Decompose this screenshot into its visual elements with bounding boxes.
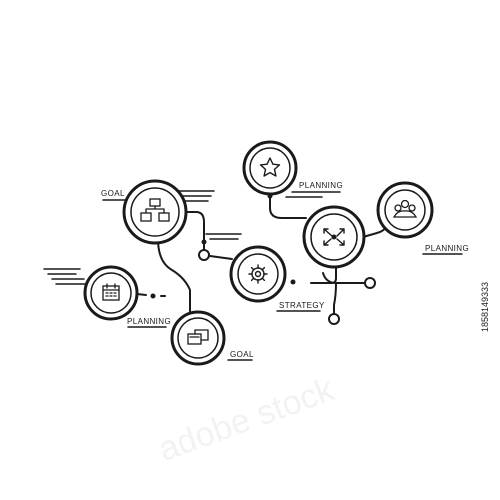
star-node[interactable] xyxy=(242,140,298,196)
documents-icon xyxy=(187,329,209,345)
calendar-icon xyxy=(102,283,120,301)
watermark-brand: adobe stock xyxy=(154,370,340,469)
org-chart-icon xyxy=(140,198,170,222)
strategy-node[interactable] xyxy=(229,245,287,303)
connector-dots xyxy=(150,193,376,325)
gear-icon xyxy=(248,264,268,284)
arrows-node[interactable] xyxy=(302,205,366,269)
decorative-lines xyxy=(43,190,463,361)
star-icon xyxy=(259,157,281,177)
team-node[interactable] xyxy=(376,181,434,239)
label-strategy: STRATEGY xyxy=(279,301,325,310)
documents-node[interactable] xyxy=(170,310,226,366)
label-planning-left: PLANNING xyxy=(127,317,171,326)
goal-node[interactable] xyxy=(122,179,188,245)
label-planning-top: PLANNING xyxy=(299,181,343,190)
team-icon xyxy=(392,199,418,218)
label-goal-top: GOAL xyxy=(101,189,125,198)
connectors xyxy=(136,184,389,317)
label-planning-right: PLANNING xyxy=(425,244,469,253)
arrows-icon xyxy=(323,228,345,246)
watermark-id: 1858149333 xyxy=(480,282,490,332)
calendar-node[interactable] xyxy=(83,265,139,321)
label-goal-bottom: GOAL xyxy=(230,350,254,359)
